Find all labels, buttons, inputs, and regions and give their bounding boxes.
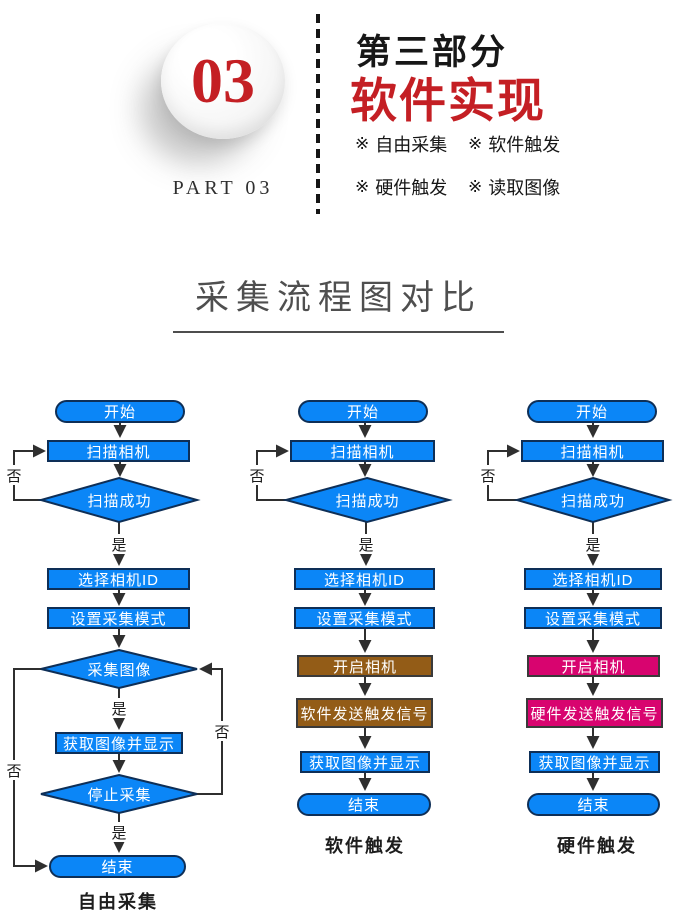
hardware-trigger-connectors	[487, 423, 600, 791]
reference-mark-icon: ※	[355, 134, 370, 153]
hardware-trigger-scan-node: 扫描相机	[521, 440, 664, 462]
software-trigger-start-node: 开始	[298, 400, 428, 423]
hardware-trigger-end-node: 结束	[527, 793, 660, 816]
hardware-trigger-diamonds	[513, 476, 673, 524]
free-grab-caption: 自由采集	[78, 892, 158, 912]
feature-item-software-trigger: ※ 软件触发	[468, 131, 560, 157]
page-heading: 采集流程图对比	[173, 270, 504, 333]
no-label: 否	[478, 465, 498, 485]
software-trigger-diamonds	[282, 476, 453, 524]
hardware-trigger-select-id-node: 选择相机ID	[524, 568, 662, 590]
yes-label: 是	[356, 534, 376, 554]
grab-image-diamond	[40, 648, 198, 690]
hardware-trigger-scan-success-label: 扫描成功	[560, 492, 625, 510]
no-label: 否	[212, 721, 232, 741]
hardware-trigger-signal-node: 硬件发送触发信号	[526, 698, 663, 728]
free-grab-scan-node: 扫描相机	[47, 440, 190, 462]
scan-success-diamond	[37, 476, 201, 524]
page-heading-wrap: 采集流程图对比	[0, 270, 677, 333]
feature-item-read-image: ※ 读取图像	[468, 174, 560, 200]
free-grab-select-id-node: 选择相机ID	[47, 568, 190, 590]
free-grab-display-node: 获取图像并显示	[55, 732, 183, 754]
yes-label: 是	[109, 822, 129, 842]
reference-mark-icon: ※	[468, 134, 483, 153]
free-grab-diamonds	[37, 476, 201, 815]
no-label: 否	[4, 465, 24, 485]
free-grab-scan-success-label: 扫描成功	[87, 492, 152, 510]
part-caption: PART 03	[172, 177, 274, 199]
software-trigger-signal-node: 软件发送触发信号	[296, 698, 433, 728]
no-label: 否	[4, 760, 24, 780]
feature-label: 软件触发	[488, 135, 561, 155]
yes-label: 是	[109, 534, 129, 554]
section-title: 软件实现	[350, 76, 546, 128]
free-grab-end-node: 结束	[49, 855, 186, 878]
feature-label: 硬件触发	[375, 178, 448, 198]
scan-success-diamond	[282, 476, 453, 524]
dashed-divider	[316, 14, 320, 214]
hardware-trigger-caption: 硬件触发	[557, 836, 637, 856]
software-trigger-scan-success-label: 扫描成功	[335, 492, 400, 510]
part-number: 03	[191, 45, 255, 116]
free-grab-grab-image-label: 采集图像	[87, 661, 152, 679]
feature-label: 读取图像	[488, 178, 561, 198]
software-trigger-set-mode-node: 设置采集模式	[294, 607, 435, 629]
software-trigger-open-camera-node: 开启相机	[297, 655, 433, 677]
hardware-trigger-start-node: 开始	[527, 400, 657, 423]
feature-item-hardware-trigger: ※ 硬件触发	[355, 174, 468, 200]
flowchart-comparison-area: 开始 扫描相机 扫描成功 选择相机ID 设置采集模式 采集图像 获取图像并显示 …	[0, 392, 677, 917]
hardware-trigger-open-camera-node: 开启相机	[527, 655, 660, 677]
software-trigger-scan-node: 扫描相机	[290, 440, 435, 462]
feature-list: ※ 自由采集 ※ 软件触发 ※ 硬件触发 ※ 读取图像	[355, 131, 560, 200]
feature-label: 自由采集	[375, 135, 448, 155]
hardware-trigger-set-mode-node: 设置采集模式	[524, 607, 662, 629]
section-label: 第三部分	[356, 33, 509, 72]
part-number-badge: 03	[161, 23, 285, 139]
software-trigger-select-id-node: 选择相机ID	[294, 568, 435, 590]
no-label: 否	[247, 465, 267, 485]
software-trigger-end-node: 结束	[297, 793, 431, 816]
free-grab-start-node: 开始	[55, 400, 185, 423]
software-trigger-display-node: 获取图像并显示	[300, 751, 430, 773]
hardware-trigger-display-node: 获取图像并显示	[529, 751, 660, 773]
free-grab-set-mode-node: 设置采集模式	[47, 607, 190, 629]
yes-label: 是	[583, 534, 603, 554]
free-grab-stop-label: 停止采集	[87, 786, 152, 804]
reference-mark-icon: ※	[468, 177, 483, 196]
feature-item-free-grab: ※ 自由采集	[355, 131, 468, 157]
yes-label: 是	[109, 698, 129, 718]
software-trigger-caption: 软件触发	[325, 836, 405, 856]
reference-mark-icon: ※	[355, 177, 370, 196]
scan-success-diamond	[513, 476, 673, 524]
stop-grab-diamond	[40, 773, 198, 815]
